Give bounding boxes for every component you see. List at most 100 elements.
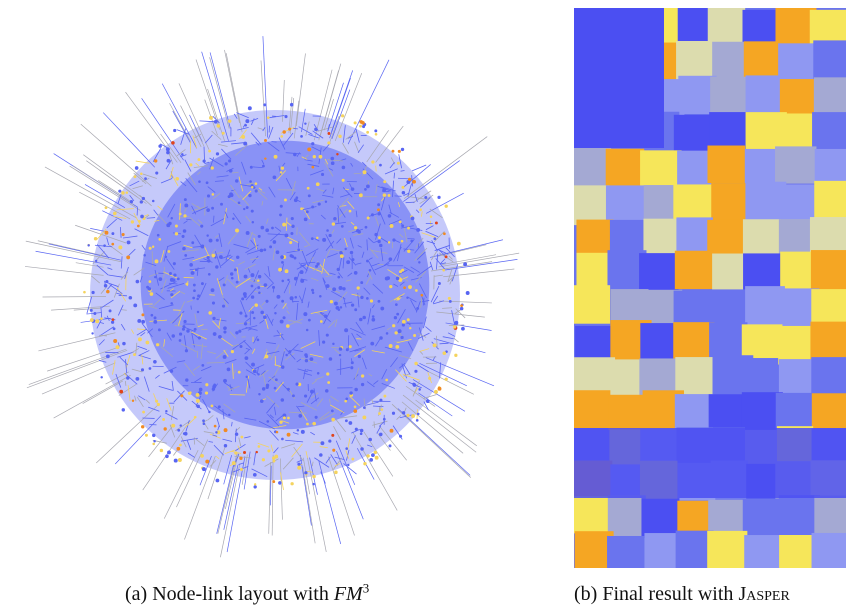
graph-node (354, 308, 358, 312)
graph-edge (193, 437, 205, 447)
graph-node (280, 365, 285, 369)
graph-edge (285, 177, 293, 189)
graph-edge (95, 405, 158, 464)
graph-node (103, 284, 108, 288)
graph-edge (120, 271, 129, 280)
graph-edge (349, 237, 354, 249)
graph-edge (421, 300, 430, 303)
graph-edge (285, 217, 288, 231)
graph-edge (225, 53, 243, 133)
graph-edge (69, 165, 141, 211)
graph-edge (224, 382, 235, 390)
graph-node (442, 351, 447, 355)
graph-edge (371, 398, 374, 404)
graph-node (360, 447, 364, 451)
graph-edge (220, 255, 233, 267)
graph-node (392, 324, 396, 328)
graph-node (341, 114, 345, 118)
graph-node (401, 323, 405, 327)
graph-node (184, 203, 189, 208)
graph-edge (402, 373, 420, 381)
graph-edge (251, 348, 256, 354)
graph-node (153, 316, 157, 320)
graph-edge (448, 324, 465, 326)
graph-node (279, 319, 284, 324)
graph-node (353, 405, 357, 409)
graph-edge (244, 263, 256, 271)
map-region (709, 322, 748, 362)
graph-edge (260, 60, 266, 137)
graph-node (328, 357, 333, 361)
graph-edge (334, 72, 363, 142)
graph-edge (169, 103, 192, 143)
graph-node (179, 424, 182, 427)
graph-edge (80, 123, 152, 187)
graph-node (350, 366, 354, 370)
graph-node (297, 382, 302, 387)
graph-node (311, 291, 315, 295)
graph-node (354, 387, 358, 392)
graph-node (384, 276, 389, 281)
graph-node (118, 189, 122, 193)
graph-node (284, 115, 288, 119)
graph-node (242, 292, 247, 296)
graph-node (140, 425, 145, 429)
graph-edge (262, 127, 266, 132)
graph-edge (380, 247, 384, 262)
graph-node (360, 382, 365, 387)
graph-edge (301, 287, 307, 304)
graph-node (205, 383, 209, 387)
graph-edge (305, 121, 310, 136)
graph-node (311, 165, 315, 169)
graph-edge (344, 188, 349, 191)
graph-node (250, 284, 254, 288)
graph-node (373, 450, 378, 455)
graph-node (141, 313, 145, 317)
graph-edge (253, 270, 259, 283)
graph-edge (447, 275, 455, 282)
map-region (574, 185, 610, 226)
graph-node (346, 260, 351, 265)
graph-node (288, 350, 292, 354)
graph-edge (356, 333, 362, 339)
graph-node (456, 241, 461, 246)
graph-node (185, 378, 189, 382)
graph-edge (398, 154, 403, 169)
graph-node (265, 228, 270, 233)
graph-edge (131, 329, 135, 334)
graph-node (197, 158, 201, 161)
graph-node (154, 259, 159, 264)
graph-edge (329, 398, 331, 404)
graph-node (369, 299, 374, 303)
graph-edge (447, 332, 456, 337)
graph-edge (366, 381, 375, 388)
graph-node (331, 417, 336, 422)
graph-edge (319, 311, 325, 315)
graph-edge (224, 449, 236, 455)
graph-node (256, 338, 260, 342)
graph-node (167, 450, 171, 455)
map-region (775, 146, 817, 184)
graph-node (186, 329, 190, 333)
graph-node (344, 328, 349, 333)
graph-edge (135, 342, 138, 355)
graph-edge (351, 429, 360, 434)
graph-node (245, 231, 250, 235)
graph-node (212, 332, 217, 336)
graph-edge (202, 399, 210, 413)
graph-node (278, 481, 282, 485)
graph-edge (418, 283, 427, 299)
graph-edge (129, 180, 140, 187)
graph-edge (253, 237, 258, 250)
graph-node (319, 295, 322, 298)
graph-node (286, 432, 291, 437)
graph-edge (183, 335, 188, 351)
graph-node (145, 340, 150, 345)
graph-node (444, 204, 448, 208)
graph-edge (274, 406, 277, 416)
graph-node (461, 326, 465, 331)
graph-node (371, 317, 376, 322)
graph-edge (344, 237, 348, 248)
map-region (776, 113, 817, 151)
graph-edge (26, 349, 128, 389)
